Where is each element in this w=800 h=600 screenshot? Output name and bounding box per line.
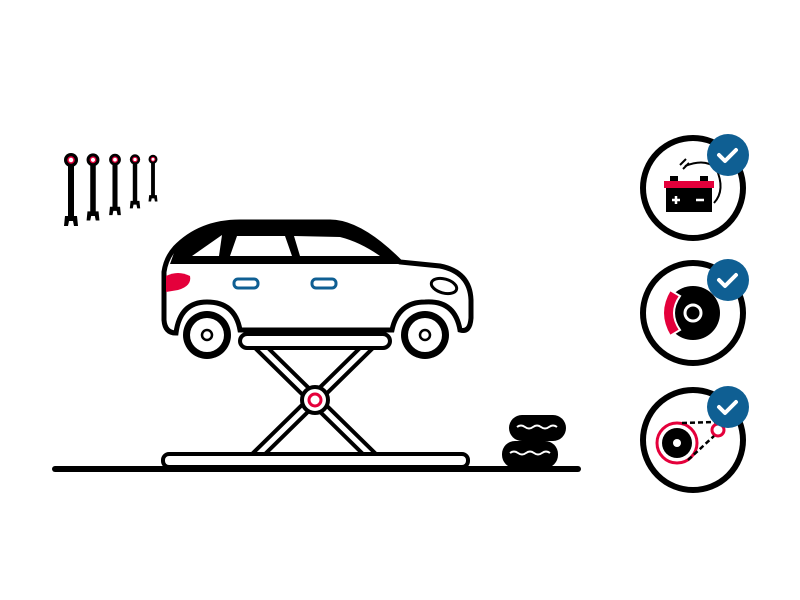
wrench-icon <box>148 154 158 202</box>
wrench-set-icon <box>64 153 158 226</box>
wrench-icon <box>86 153 100 221</box>
checkmark-badge-icon <box>707 386 749 428</box>
checkmark-badge-icon <box>707 134 749 176</box>
tire-stack-icon <box>502 415 566 468</box>
wrench-icon <box>109 153 121 216</box>
car-icon <box>161 219 474 359</box>
rear-wheel <box>183 311 231 359</box>
front-wheel <box>401 311 449 359</box>
checkmark-badge-icon <box>707 259 749 301</box>
scissor-lift-icon <box>161 332 470 469</box>
wrench-icon <box>64 153 78 226</box>
wrench-icon <box>129 154 141 209</box>
